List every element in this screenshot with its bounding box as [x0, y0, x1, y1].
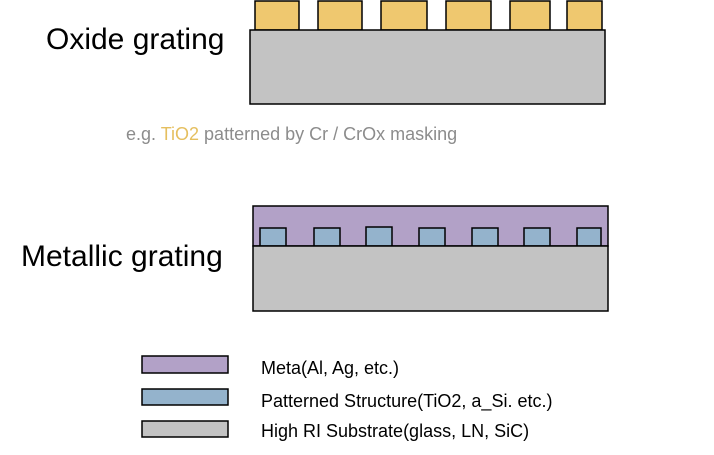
patterned-block: [259, 227, 287, 247]
oxide-tooth: [566, 0, 603, 31]
patterned-structures: [259, 226, 602, 247]
metallic-substrate: [252, 245, 609, 312]
oxide-grating-title: Oxide grating: [46, 23, 225, 56]
oxide-substrate: [249, 29, 606, 105]
patterned-block: [418, 227, 446, 247]
legend-swatch-substrate: [141, 420, 229, 438]
legend-swatch-meta: [141, 355, 229, 374]
oxide-tooth: [317, 0, 363, 31]
metallic-grating-title: Metallic grating: [21, 240, 223, 273]
legend-label-substrate: High RI Substrate(glass, LN, SiC): [261, 421, 530, 441]
patterned-block: [313, 227, 341, 247]
oxide-tooth: [254, 0, 300, 31]
oxide-caption: e.g. TiO2 patterned by Cr / CrOx masking: [126, 124, 457, 145]
patterned-block: [576, 227, 602, 247]
oxide-tooth: [445, 0, 492, 31]
oxide-grating-teeth: [254, 0, 603, 31]
oxide-tooth: [380, 0, 428, 31]
legend-swatch-patterned: [141, 388, 229, 406]
patterned-block: [471, 227, 499, 247]
caption-prefix: e.g.: [126, 124, 161, 144]
patterned-block: [365, 226, 393, 247]
oxide-tooth: [509, 0, 551, 31]
patterned-block: [523, 227, 551, 247]
caption-highlight: TiO2: [160, 124, 200, 144]
legend-label-patterned: Patterned Structure(TiO2, a_Si. etc.): [261, 391, 553, 411]
caption-suffix: patterned by Cr / CrOx masking: [199, 124, 458, 144]
legend-label-meta: Meta(Al, Ag, etc.): [261, 358, 400, 378]
